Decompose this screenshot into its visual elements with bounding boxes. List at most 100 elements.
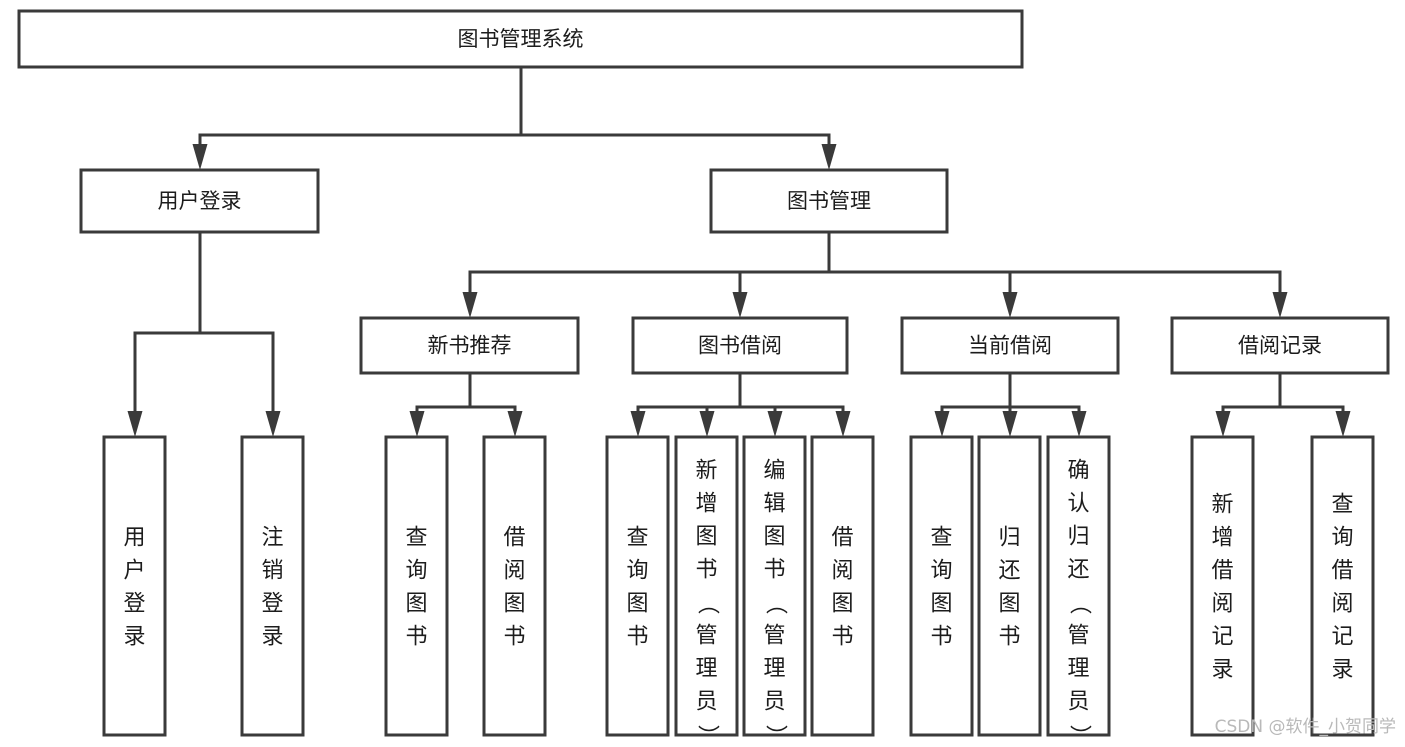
label-char: 书 xyxy=(930,625,952,650)
node-box-borrow-record[interactable] xyxy=(1170,316,1390,375)
label-char: 增 xyxy=(1211,526,1233,551)
arrow-head-icon xyxy=(462,292,478,318)
node-box-leaf-query-book-rec[interactable] xyxy=(384,435,449,737)
connector-line xyxy=(827,232,1012,296)
connector-e-userlogin-leaf2 xyxy=(198,232,281,437)
node-label-borrow-record: 借阅记录 xyxy=(1238,334,1322,358)
arrow-head-icon xyxy=(127,411,143,437)
connector-e-bookborrow-leaf1 xyxy=(630,373,742,437)
label-char: 理 xyxy=(695,657,717,682)
node-box-leaf-query-book-borrow[interactable] xyxy=(605,435,670,737)
node-box-new-book-rec[interactable] xyxy=(359,316,580,375)
label-char: 还 xyxy=(998,559,1020,584)
label-char: 阅 xyxy=(1211,592,1233,617)
label-char: 询 xyxy=(626,559,648,584)
node-box-leaf-logout[interactable] xyxy=(240,435,305,737)
arrow-head-icon xyxy=(1215,411,1231,437)
connector-e-bookborrow-leaf4 xyxy=(738,373,851,437)
arrow-head-icon xyxy=(732,292,748,318)
connector-e-bookmanage-borrowrecord xyxy=(827,232,1288,318)
node-current-borrow[interactable]: 当前借阅 xyxy=(900,316,1120,375)
arrow-head-icon xyxy=(821,144,837,170)
node-box-root[interactable] xyxy=(17,9,1024,69)
node-borrow-record[interactable]: 借阅记录 xyxy=(1170,316,1390,375)
connector-e-bookborrow-leaf3 xyxy=(738,373,783,437)
node-label-user-login: 用户登录 xyxy=(158,189,242,213)
connector-line xyxy=(198,67,523,148)
label-char: 管 xyxy=(763,624,785,649)
node-box-leaf-query-book-current[interactable] xyxy=(909,435,974,737)
node-book-manage[interactable]: 图书管理 xyxy=(709,168,949,234)
label-char: 书 xyxy=(626,625,648,650)
connector-e-bookborrow-leaf2 xyxy=(699,373,742,437)
node-label-new-book-rec: 新书推荐 xyxy=(428,334,512,358)
node-new-book-rec[interactable]: 新书推荐 xyxy=(359,316,580,375)
node-root[interactable]: 图书管理系统 xyxy=(17,9,1024,69)
label-char: 图 xyxy=(503,592,525,617)
arrow-head-icon xyxy=(1002,411,1018,437)
arrow-head-icon xyxy=(1335,411,1351,437)
node-box-leaf-confirm-return[interactable] xyxy=(1046,435,1111,737)
node-box-leaf-add-record[interactable] xyxy=(1190,435,1255,737)
connector-e-bookmanage-newbook xyxy=(462,232,831,318)
connector-line xyxy=(738,373,845,415)
arrow-head-icon xyxy=(1002,292,1018,318)
label-char: 查 xyxy=(626,526,648,551)
connector-e-userlogin-leaf1 xyxy=(127,232,202,437)
node-box-current-borrow[interactable] xyxy=(900,316,1120,375)
arrow-head-icon xyxy=(835,411,851,437)
node-label-leaf-user-login: 用户登录 xyxy=(123,526,145,650)
node-box-book-manage[interactable] xyxy=(709,168,949,234)
label-char: 确 xyxy=(1067,459,1089,484)
label-char: 借 xyxy=(503,526,525,551)
label-char: 图 xyxy=(626,592,648,617)
node-box-user-login[interactable] xyxy=(79,168,320,234)
node-box-leaf-add-book[interactable] xyxy=(674,435,739,737)
label-char: 记 xyxy=(1211,625,1233,650)
node-box-leaf-borrow-book-rec[interactable] xyxy=(482,435,547,737)
connector-line xyxy=(468,232,831,296)
label-char: 录 xyxy=(1211,658,1233,683)
label-char: 书 xyxy=(998,625,1020,650)
node-box-leaf-edit-book[interactable] xyxy=(742,435,807,737)
node-box-book-borrow[interactable] xyxy=(631,316,849,375)
label-char: 用 xyxy=(123,526,145,551)
node-box-leaf-query-record[interactable] xyxy=(1310,435,1375,737)
connector-e-borrowrecord-leaf1 xyxy=(1215,373,1282,437)
connector-line xyxy=(827,232,1282,296)
label-char: 借 xyxy=(831,526,853,551)
connector-e-newbook-leaf2 xyxy=(468,373,523,437)
node-book-borrow[interactable]: 图书借阅 xyxy=(631,316,849,375)
node-box-leaf-borrow-book[interactable] xyxy=(810,435,875,737)
node-box-leaf-user-login[interactable] xyxy=(102,435,167,737)
node-box-leaf-return-book[interactable] xyxy=(977,435,1042,737)
node-user-login[interactable]: 用户登录 xyxy=(79,168,320,234)
node-leaf-user-login[interactable]: 用户登录 xyxy=(102,435,167,737)
label-char: 查 xyxy=(405,526,427,551)
nodes-layer: 图书管理系统用户登录图书管理新书推荐图书借阅当前借阅借阅记录用户登录注销登录查询… xyxy=(17,9,1390,747)
arrow-head-icon xyxy=(934,411,950,437)
label-char: 理 xyxy=(1067,657,1089,682)
label-char: 书 xyxy=(405,625,427,650)
label-char: 员 xyxy=(763,690,785,715)
arrow-head-icon xyxy=(1071,411,1087,437)
